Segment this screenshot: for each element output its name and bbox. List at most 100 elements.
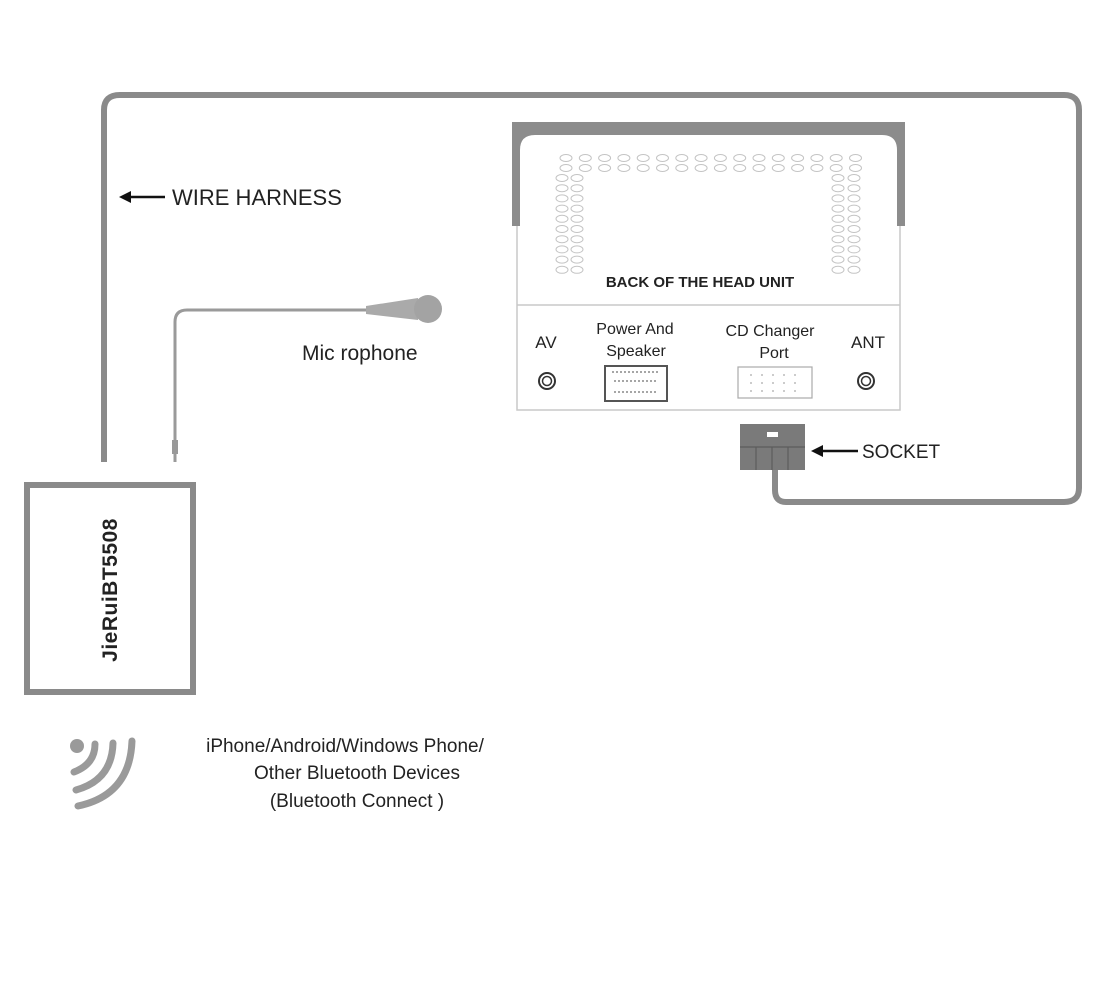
vent-hole (555, 184, 569, 193)
vent-hole (847, 225, 861, 233)
vent-hole (791, 164, 805, 172)
vent-hole (847, 245, 861, 254)
vent-hole (570, 194, 584, 203)
vent-hole (810, 154, 824, 162)
vent-hole (694, 154, 708, 162)
vent-hole (578, 154, 592, 162)
devices-line1: iPhone/Android/Windows Phone/ (206, 736, 485, 757)
cd-changer-port (737, 366, 813, 399)
vent-hole (559, 154, 573, 162)
vent-holes (555, 154, 862, 274)
vent-hole (847, 235, 861, 244)
microphone-cable (173, 308, 368, 462)
devices-line3: (Bluetooth Connect ) (270, 791, 444, 812)
vent-hole (847, 214, 861, 223)
vent-hole (831, 194, 845, 203)
vent-hole (733, 154, 747, 162)
wire-harness-cable (101, 92, 1082, 505)
vent-hole (831, 265, 845, 274)
socket-connector (740, 424, 805, 470)
vent-hole (831, 255, 845, 264)
vent-hole (831, 225, 845, 233)
vent-hole (555, 225, 569, 233)
av-label: AV (535, 333, 557, 352)
vent-hole (847, 184, 861, 193)
vent-hole (831, 174, 845, 182)
vent-hole (617, 164, 631, 172)
vent-hole (829, 164, 843, 172)
ant-jack-icon (857, 372, 875, 390)
power-label-line2: Speaker (606, 343, 666, 360)
wire-harness-label: WIRE HARNESS (172, 185, 342, 210)
vent-hole (791, 154, 805, 162)
vent-hole (810, 164, 824, 172)
vent-hole (771, 164, 785, 172)
vent-hole (752, 154, 766, 162)
vent-hole (831, 245, 845, 254)
vent-hole (656, 154, 669, 162)
module-name: JieRuiBT5508 (99, 518, 122, 662)
ant-label: ANT (851, 333, 885, 352)
vent-hole (570, 174, 584, 182)
vent-hole (752, 164, 766, 172)
vent-hole (570, 245, 584, 254)
vent-hole (555, 174, 569, 182)
vent-hole (733, 164, 747, 172)
vent-hole (570, 214, 584, 223)
vent-hole (675, 164, 689, 172)
head-unit-label: BACK OF THE HEAD UNIT (606, 274, 794, 291)
vent-hole (694, 164, 708, 172)
cd-changer-label-line1: CD Changer (726, 323, 816, 340)
vent-hole (555, 194, 569, 203)
vent-hole (555, 245, 569, 254)
vent-hole (847, 255, 861, 264)
devices-line2: Other Bluetooth Devices (254, 763, 460, 784)
vent-hole (831, 214, 845, 223)
av-jack-icon (538, 372, 556, 390)
microphone-icon (366, 295, 442, 323)
microphone-label: Mic rophone (302, 342, 418, 365)
vent-hole (656, 164, 669, 172)
socket-label: SOCKET (862, 442, 941, 463)
power-label-line1: Power And (596, 321, 673, 338)
vent-hole (555, 235, 569, 244)
vent-hole (771, 154, 785, 162)
vent-hole (636, 164, 650, 172)
vent-hole (847, 194, 861, 203)
vent-hole (831, 204, 845, 213)
mic-plug (172, 440, 178, 454)
vent-hole (598, 164, 612, 172)
vent-hole (555, 265, 569, 274)
vent-hole (847, 174, 861, 182)
vent-hole (636, 154, 650, 162)
vent-hole (675, 154, 689, 162)
vent-hole (598, 154, 612, 162)
vent-hole (847, 204, 861, 213)
vent-hole (829, 154, 843, 162)
wire-harness-arrow-icon (119, 191, 165, 203)
vent-hole (847, 265, 861, 274)
vent-hole (713, 154, 727, 162)
wireless-signal-icon (70, 737, 136, 810)
head-unit (512, 122, 905, 411)
vent-hole (849, 154, 862, 162)
vent-hole (555, 204, 569, 213)
vent-hole (570, 204, 584, 213)
vent-hole (617, 154, 631, 162)
vent-hole (578, 164, 592, 172)
vent-hole (570, 255, 584, 264)
vent-hole (570, 235, 584, 244)
vent-hole (713, 164, 727, 172)
vent-hole (555, 214, 569, 223)
vent-hole (831, 235, 845, 244)
vent-hole (570, 225, 584, 233)
vent-hole (849, 164, 862, 172)
socket-arrow-icon (811, 445, 858, 457)
bluetooth-module-box (24, 482, 196, 695)
power-speaker-connector (604, 365, 668, 402)
vent-hole (559, 164, 573, 172)
vent-hole (570, 265, 584, 274)
vent-hole (555, 255, 569, 264)
